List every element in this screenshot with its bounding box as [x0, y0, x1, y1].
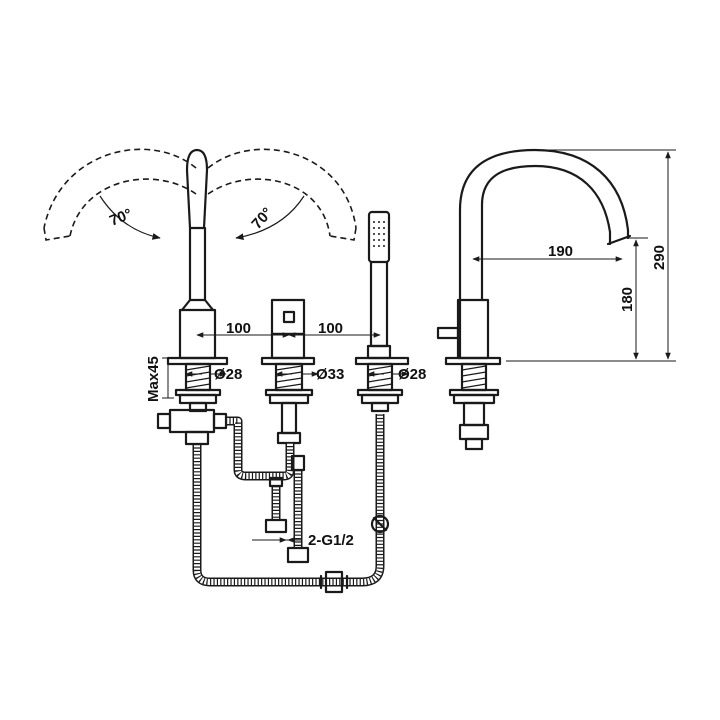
spout-top-cap: [185, 148, 209, 230]
deck-thickness-label: Max45: [145, 356, 162, 402]
front-handshower: [354, 210, 410, 366]
shank-center: [264, 362, 314, 445]
spacing-left-label: 100: [226, 320, 251, 337]
mixer-lever: [270, 298, 306, 336]
mixer-body: [270, 332, 306, 360]
side-spout-tip: [606, 234, 632, 246]
deck-fixings: [156, 362, 404, 446]
spout-outlet-height-label: 180: [619, 287, 636, 312]
shank-right: [356, 362, 404, 413]
spout-column: [188, 226, 207, 302]
side-lever: [436, 326, 460, 340]
spacing-right-label: 100: [318, 320, 343, 337]
angle-arrow-right: [235, 195, 305, 241]
handshower-head: [367, 210, 391, 264]
spout-body-shoulder: [180, 298, 192, 312]
swivel-arc-left-tip: [43, 227, 71, 241]
side-view: [436, 148, 632, 451]
total-height-label: 290: [651, 245, 668, 270]
handshower-handle: [369, 260, 389, 348]
hose-coupling: [324, 570, 344, 594]
supply-fitting-left-nut: [264, 518, 288, 534]
check-valve: [370, 514, 390, 534]
spout-body: [178, 308, 217, 360]
spout-reach-label: 190: [548, 243, 573, 260]
hoses: [192, 414, 390, 594]
angle-arrow-left: [99, 195, 161, 240]
t-connector: [156, 408, 228, 446]
mixer-lever-slot: [282, 310, 296, 324]
front-spout: 70° 70°: [43, 148, 357, 366]
supply-fitting-right-top: [290, 454, 306, 472]
supply-fitting-right-nut: [286, 546, 310, 564]
swivel-arc-right-inner: [207, 178, 331, 237]
handshower-holder: [366, 344, 392, 360]
swivel-arc-left-outer: [43, 148, 197, 229]
supply-fitting-left-top: [268, 476, 284, 488]
hole-left-label: Ø28: [214, 366, 242, 383]
swivel-arc-right-tip: [329, 227, 357, 241]
side-body: [456, 298, 490, 360]
connection-thread-label: 2-G1/2: [308, 532, 354, 549]
front-dimensions: 100 100 Max45 Ø28 Ø33 Ø28 2-G1/2: [145, 320, 426, 549]
hole-center-label: Ø33: [316, 366, 344, 383]
spout-body-shoulder-r: [203, 298, 215, 312]
spout-angle-right-label: 70°: [248, 204, 276, 232]
front-mixer: [260, 298, 316, 366]
handshower-nozzles: [373, 221, 385, 247]
hole-right-label: Ø28: [398, 366, 426, 383]
side-dimensions: 190 180 290: [472, 149, 676, 362]
side-spout-outer: [458, 148, 630, 360]
side-spout-inner: [480, 164, 612, 302]
swivel-arc-right-outer: [207, 148, 357, 229]
